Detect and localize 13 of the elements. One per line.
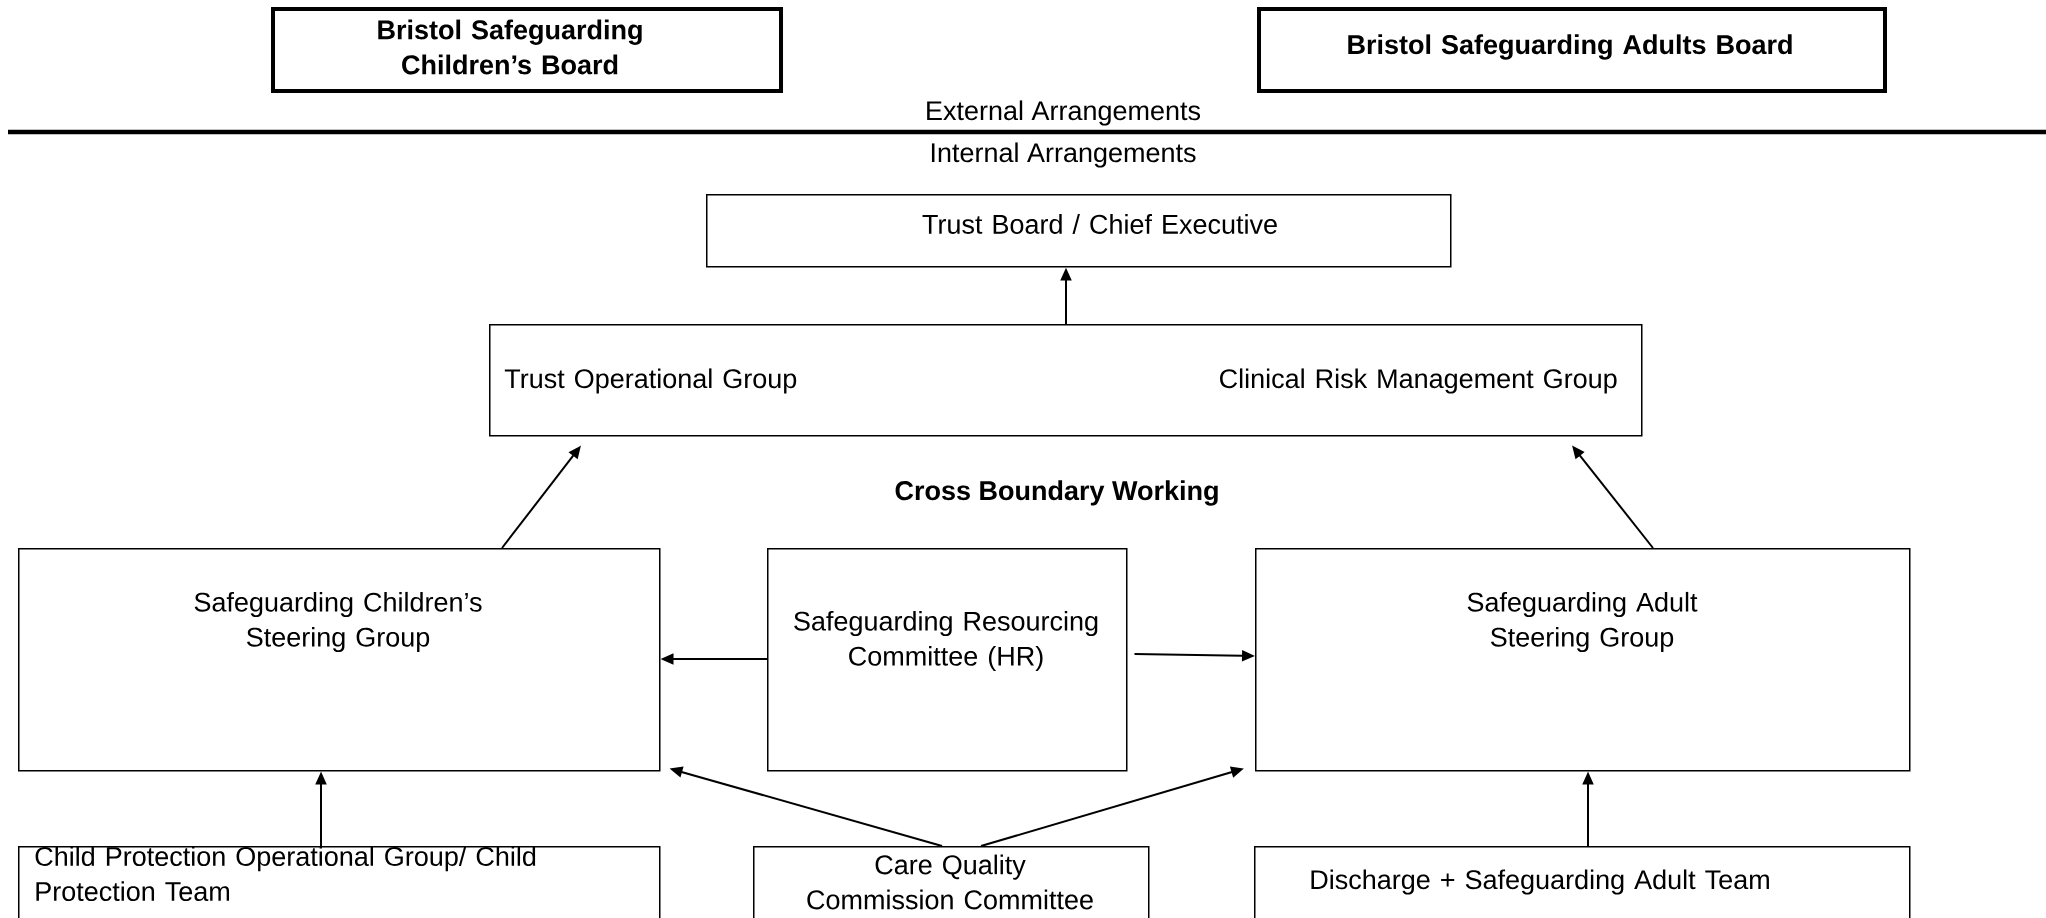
group-box: Safeguarding Children’s Steering Group (18, 548, 661, 772)
group-box: Trust Board / Chief Executive (706, 194, 1452, 268)
group-box: Care Quality Commission Committee (753, 846, 1150, 918)
group-box: Trust Operational Group Clinical Risk Management Group (489, 324, 1643, 437)
group-box: Safeguarding Adult Steering Group (1255, 548, 1911, 772)
group-box: Child Protection Operational Group/ Child Protection Team (18, 846, 661, 918)
section-label: External Arrangements (927, 100, 1201, 126)
group-box: Bristol Safeguarding Adults Board (1257, 7, 1887, 93)
group-box: Bristol Safeguarding Children’s Board (271, 7, 783, 93)
section-label: Cross Boundary Working (895, 480, 1218, 506)
group-box: Safeguarding Resourcing Committee (HR) (767, 548, 1128, 772)
section-label: Internal Arrangements (931, 142, 1196, 168)
group-box: Discharge + Safeguarding Adult Team (1254, 846, 1911, 918)
